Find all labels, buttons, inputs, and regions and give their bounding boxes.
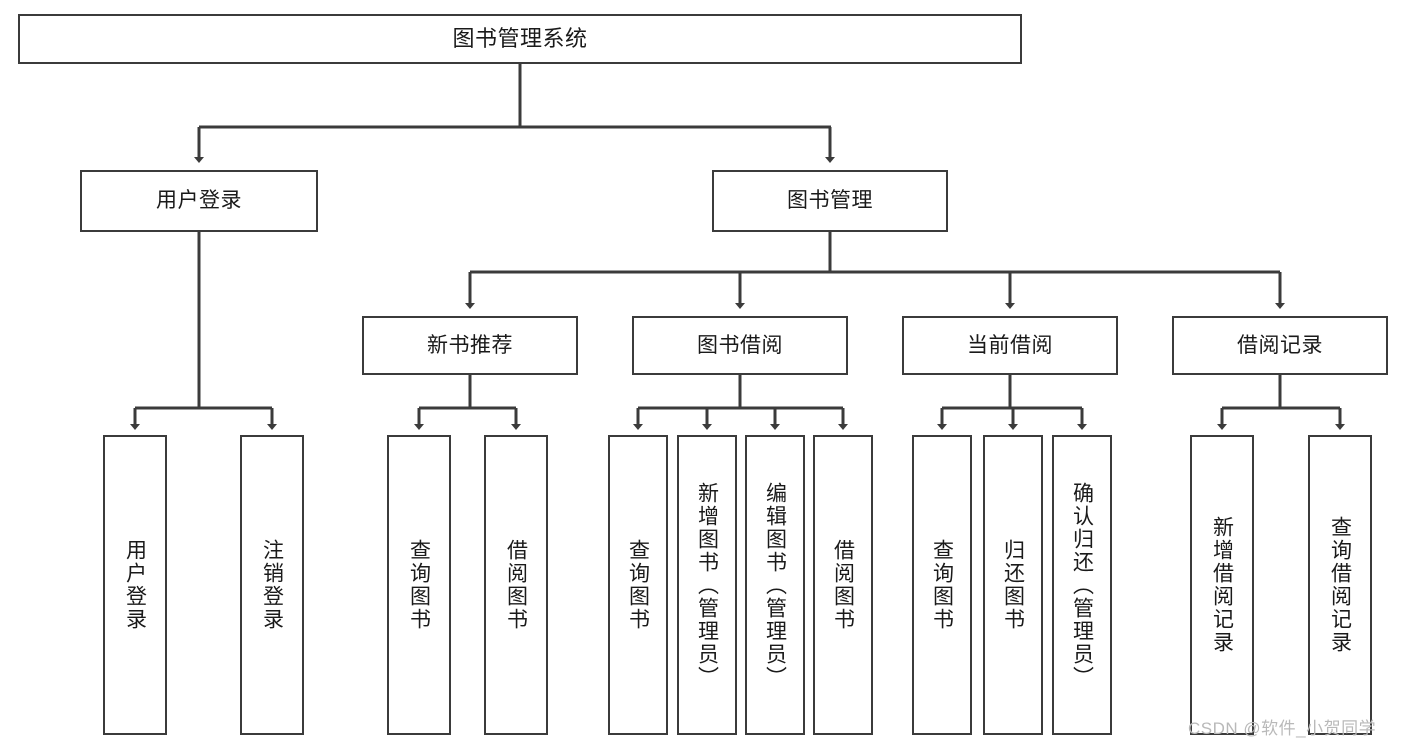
node-label: 图书管理系统 — [452, 25, 588, 51]
node-label: 借阅图书 — [504, 539, 528, 631]
node-leaf-user-logout[interactable]: 注销登录 — [240, 435, 304, 735]
node-leaf-query-record[interactable]: 查询借阅记录 — [1308, 435, 1372, 735]
node-root-system[interactable]: 图书管理系统 — [18, 14, 1022, 64]
node-borrow-record[interactable]: 借阅记录 — [1172, 316, 1388, 375]
node-book-borrow[interactable]: 图书借阅 — [632, 316, 848, 375]
node-leaf-query-book-3[interactable]: 查询图书 — [912, 435, 972, 735]
node-label: 查询图书 — [930, 539, 954, 631]
node-label: 查询图书 — [626, 539, 650, 631]
node-label: 当前借阅 — [967, 333, 1053, 357]
node-user-login[interactable]: 用户登录 — [80, 170, 318, 232]
node-label: 查询借阅记录 — [1328, 516, 1352, 654]
node-label: 借阅图书 — [831, 539, 855, 631]
node-leaf-user-login[interactable]: 用户登录 — [103, 435, 167, 735]
node-label: 用户登录 — [123, 539, 147, 631]
node-label: 借阅记录 — [1237, 333, 1323, 357]
node-label: 图书管理 — [787, 189, 873, 213]
node-leaf-add-record[interactable]: 新增借阅记录 — [1190, 435, 1254, 735]
node-label: 编辑图书（管理员） — [763, 481, 787, 689]
node-label: 用户登录 — [156, 189, 242, 213]
node-leaf-edit-book[interactable]: 编辑图书（管理员） — [745, 435, 805, 735]
node-leaf-query-book-2[interactable]: 查询图书 — [608, 435, 668, 735]
node-book-manage[interactable]: 图书管理 — [712, 170, 948, 232]
node-label: 新增图书（管理员） — [695, 481, 719, 689]
node-label: 图书借阅 — [697, 333, 783, 357]
node-label: 查询图书 — [407, 539, 431, 631]
node-label: 新书推荐 — [427, 333, 513, 357]
node-current-borrow[interactable]: 当前借阅 — [902, 316, 1118, 375]
node-label: 新增借阅记录 — [1210, 516, 1234, 654]
node-new-book-recommend[interactable]: 新书推荐 — [362, 316, 578, 375]
node-leaf-add-book[interactable]: 新增图书（管理员） — [677, 435, 737, 735]
node-leaf-return-book[interactable]: 归还图书 — [983, 435, 1043, 735]
node-leaf-query-book-1[interactable]: 查询图书 — [387, 435, 451, 735]
node-leaf-confirm-return[interactable]: 确认归还（管理员） — [1052, 435, 1112, 735]
node-label: 确认归还（管理员） — [1070, 481, 1094, 689]
node-leaf-borrow-book-1[interactable]: 借阅图书 — [484, 435, 548, 735]
node-leaf-borrow-book-2[interactable]: 借阅图书 — [813, 435, 873, 735]
watermark-text: CSDN @软件_小贺同学 — [1188, 719, 1377, 738]
node-label: 归还图书 — [1001, 539, 1025, 631]
node-label: 注销登录 — [260, 539, 284, 631]
